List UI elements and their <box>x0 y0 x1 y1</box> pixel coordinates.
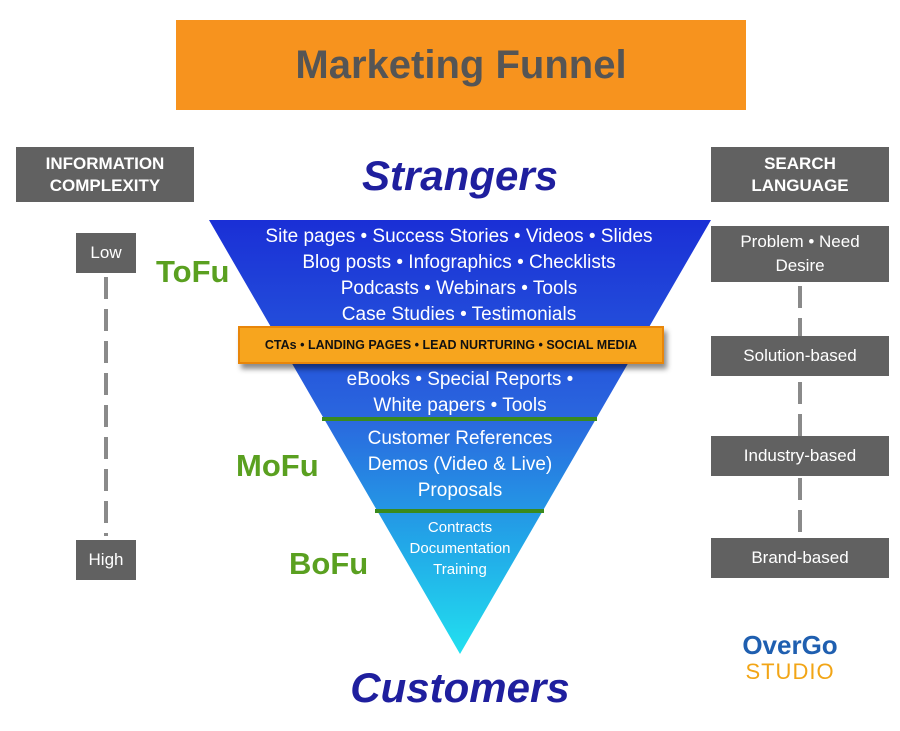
problem-need-desire-box: Problem • Need Desire <box>711 226 889 282</box>
mofu-label: MoFu <box>236 448 319 483</box>
high-label: High <box>88 550 124 569</box>
mofu-top-content: eBooks • Special Reports • White papers … <box>300 367 620 419</box>
industry-based-box: Industry-based <box>711 436 889 476</box>
bofu-content: Contracts Documentation Training <box>370 517 550 580</box>
search-header-line-1: SEARCH <box>764 153 836 173</box>
solution-based-label: Solution-based <box>743 346 857 365</box>
cta-text: CTAs • LANDING PAGES • LEAD NURTURING • … <box>264 338 638 352</box>
industry-based-label: Industry-based <box>743 446 857 465</box>
bofu-line: Documentation <box>409 540 511 557</box>
search-dashed-line <box>798 286 802 534</box>
bofu-label: BoFu <box>289 546 369 581</box>
bofu-line: Training <box>433 561 487 578</box>
cta-bar: CTAs • LANDING PAGES • LEAD NURTURING • … <box>238 326 664 364</box>
tofu-line: Blog posts • Infographics • Checklists <box>302 252 616 273</box>
complexity-dashed-line <box>104 277 108 536</box>
solution-based-box: Solution-based <box>711 336 889 376</box>
desire-label: Desire <box>775 256 825 275</box>
mofu-top-line: White papers • Tools <box>373 395 547 416</box>
overgo-logo-text: OverGo <box>742 630 838 660</box>
search-language-header: SEARCH LANGUAGE <box>711 147 889 202</box>
brand-based-box: Brand-based <box>711 538 889 578</box>
customers-label: Customers <box>350 664 570 711</box>
problem-need-label: Problem • Need <box>740 232 860 251</box>
tofu-line: Site pages • Success Stories • Videos • … <box>265 226 653 247</box>
mofu-line: Proposals <box>417 480 503 501</box>
tofu-line: Podcasts • Webinars • Tools <box>340 278 578 299</box>
tofu-line: Case Studies • Testimonials <box>341 304 577 325</box>
bofu-line: Contracts <box>427 519 493 536</box>
info-header-line-1: INFORMATION <box>45 153 165 173</box>
tofu-label: ToFu <box>156 254 230 289</box>
page-title: Marketing Funnel <box>295 42 627 87</box>
title-banner: Marketing Funnel <box>176 20 746 110</box>
studio-logo-text: STUDIO <box>745 659 835 684</box>
strangers-label: Strangers <box>361 152 559 199</box>
high-box: High <box>76 540 136 580</box>
low-box: Low <box>76 233 136 273</box>
mofu-line: Customer References <box>367 428 553 449</box>
mofu-top-line: eBooks • Special Reports • <box>346 369 574 390</box>
tofu-content: Site pages • Success Stories • Videos • … <box>230 224 688 328</box>
mofu-line: Demos (Video & Live) <box>367 454 553 475</box>
info-header-line-2: COMPLEXITY <box>49 175 161 195</box>
search-header-line-2: LANGUAGE <box>751 175 849 195</box>
low-label: Low <box>90 243 122 262</box>
information-complexity-header: INFORMATION COMPLEXITY <box>16 147 194 202</box>
mofu-content: Customer References Demos (Video & Live)… <box>320 426 600 504</box>
brand-based-label: Brand-based <box>751 548 849 567</box>
